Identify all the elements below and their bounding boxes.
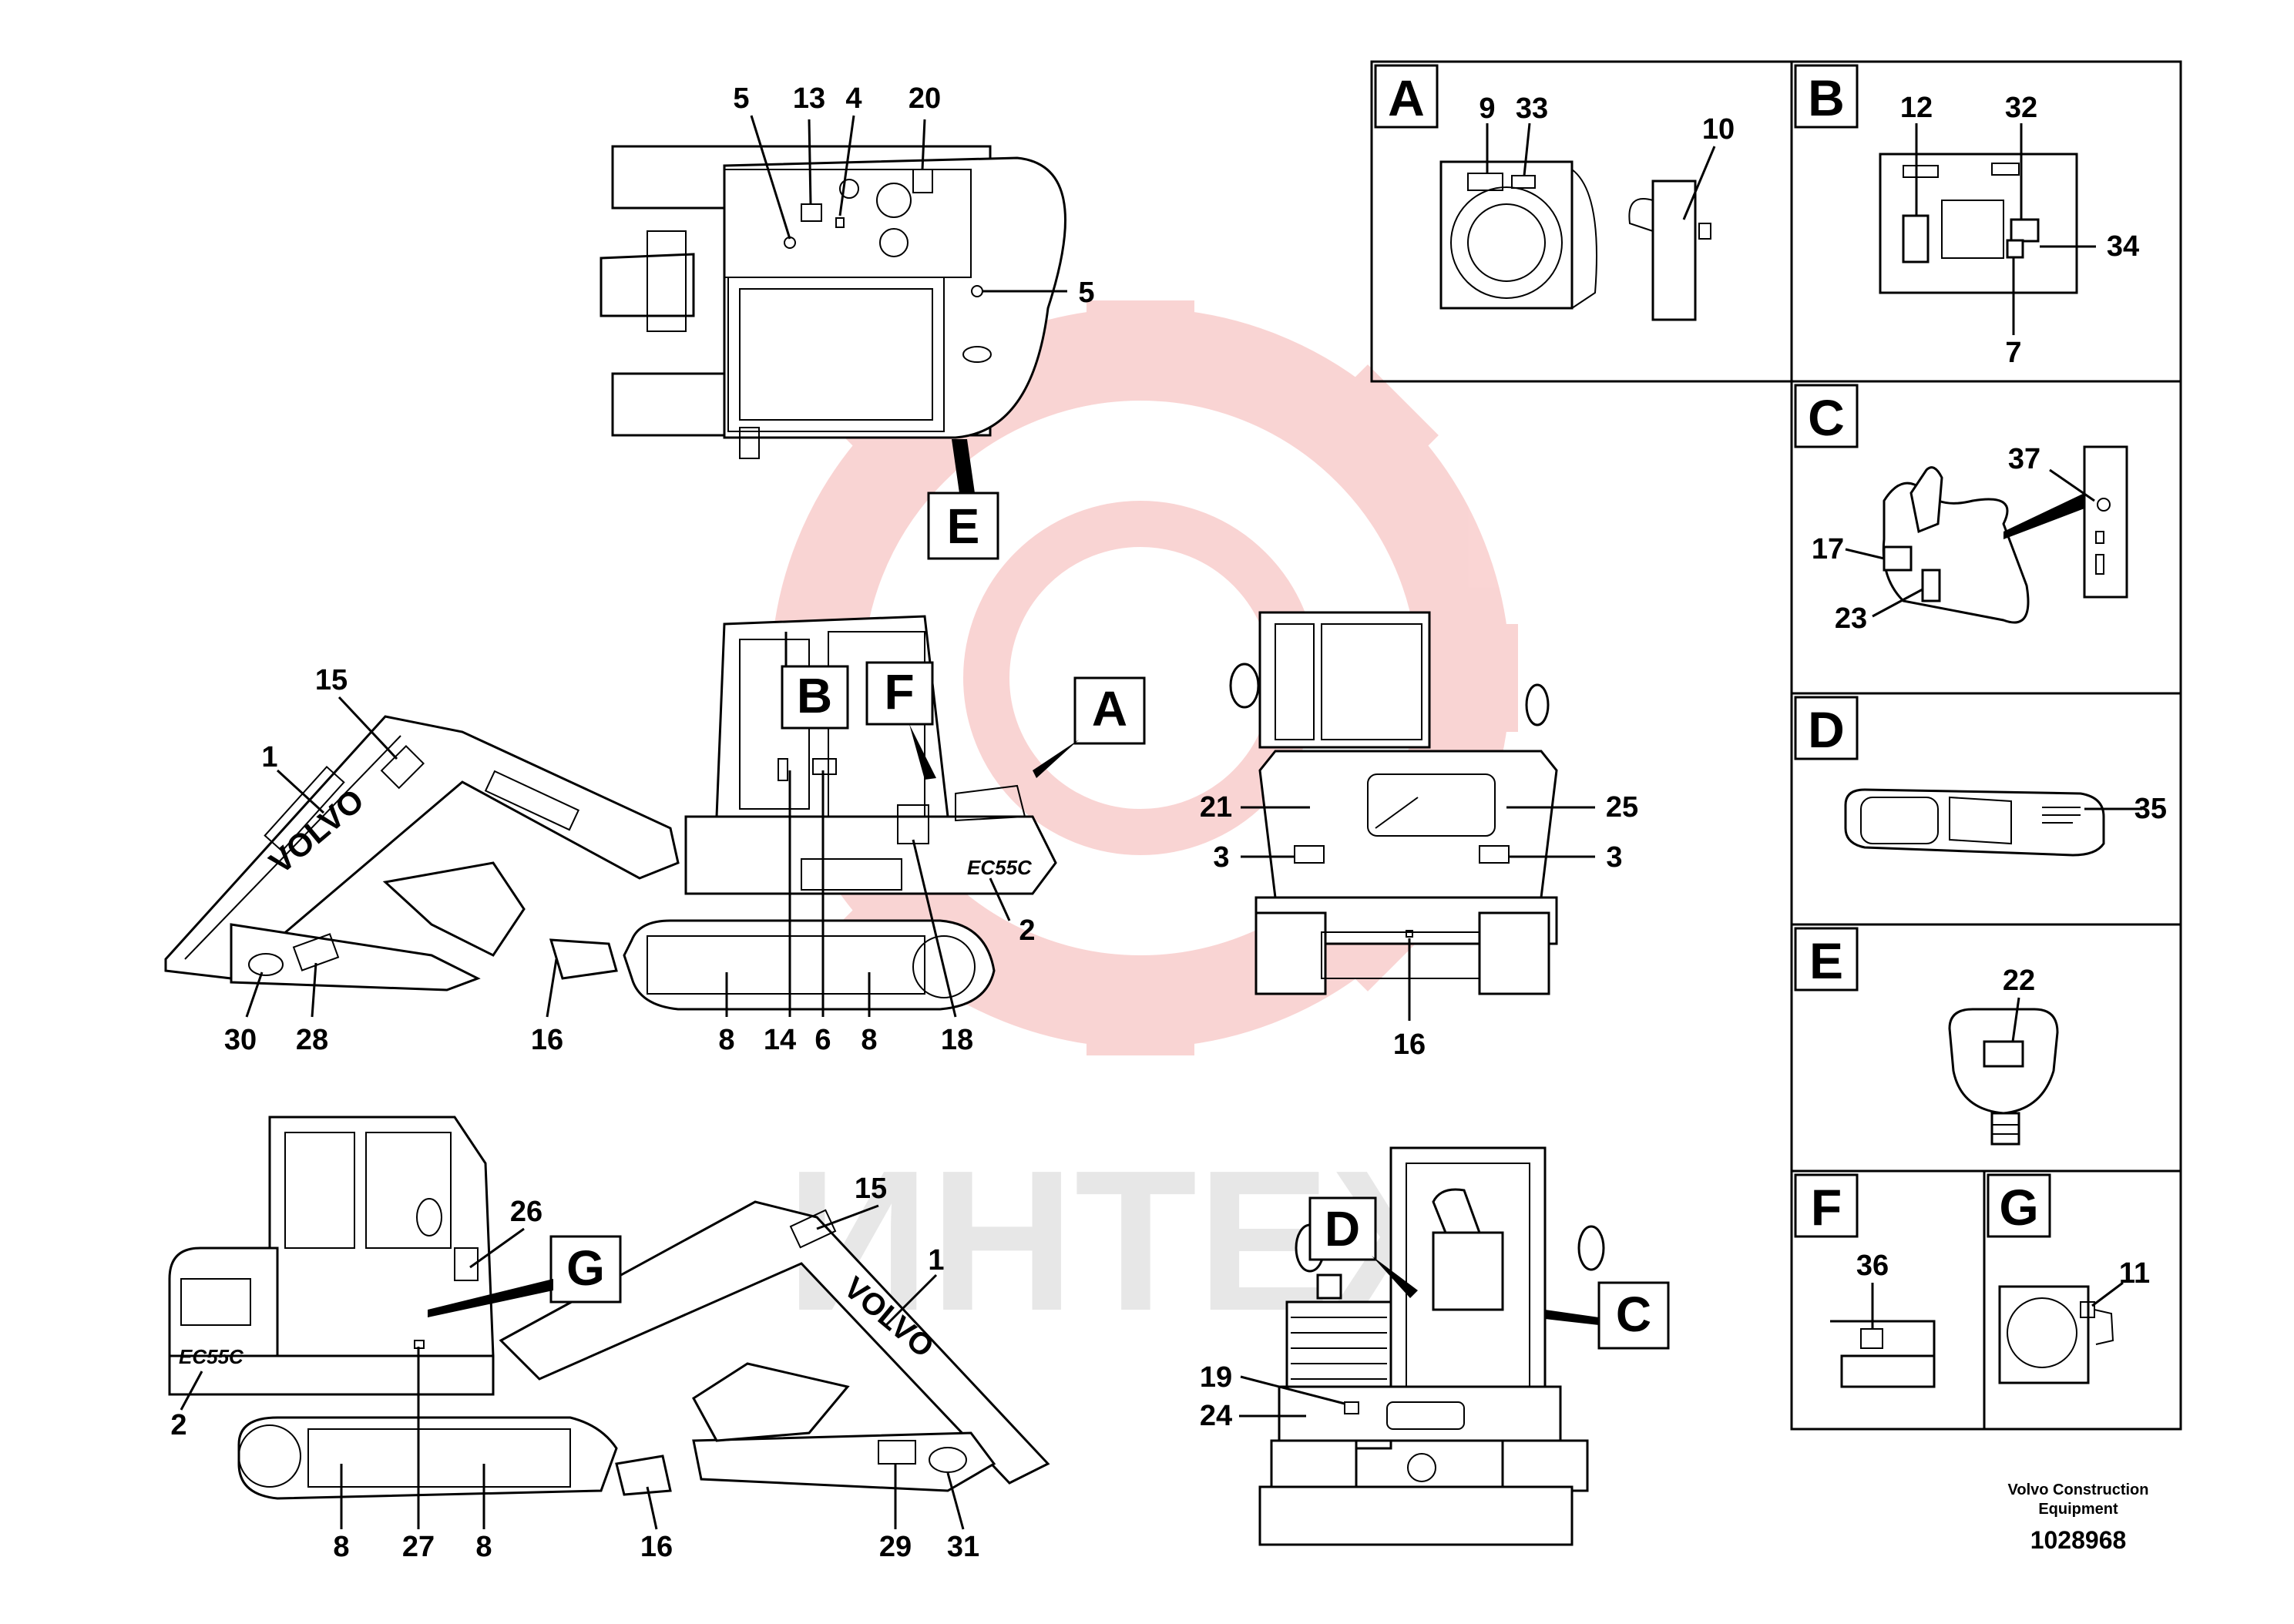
callout-rear-21: 21 <box>1200 791 1232 824</box>
callout-sl-8a: 8 <box>718 1024 734 1056</box>
callout-sl-14: 14 <box>764 1024 796 1056</box>
callout-c-37: 37 <box>2008 443 2040 475</box>
callout-sr-16: 16 <box>640 1531 673 1563</box>
callout-top-5b: 5 <box>1078 277 1094 309</box>
panel-c-pointer <box>2003 493 2084 539</box>
callout-sl-16: 16 <box>531 1024 563 1056</box>
panel-g-radiator <box>1998 1285 2114 1384</box>
view-arrow-d <box>1372 1256 1418 1298</box>
view-arrow-a <box>1033 740 1079 778</box>
callout-sl-15: 15 <box>315 664 348 696</box>
callout-f-36: 36 <box>1856 1250 1889 1282</box>
callout-front-19: 19 <box>1200 1361 1232 1394</box>
callout-a-9: 9 <box>1479 92 1495 125</box>
callout-g-11: 11 <box>2119 1257 2150 1290</box>
callout-sr-26: 26 <box>510 1196 542 1228</box>
callout-sr-8b: 8 <box>475 1531 492 1563</box>
callout-d-35: 35 <box>2134 793 2167 825</box>
panel-e-letter: E <box>1809 932 1843 989</box>
callout-c-17: 17 <box>1812 533 1844 565</box>
panel-e-key <box>1948 1008 2059 1146</box>
callout-sr-1: 1 <box>928 1244 944 1277</box>
view-arrow-e <box>952 439 975 493</box>
footer-company-line2: Equipment <box>2038 1501 2118 1518</box>
callout-sr-2: 2 <box>170 1409 186 1441</box>
callout-c-23: 23 <box>1835 602 1867 635</box>
side-left-view: VOLVO EC55C <box>164 615 1146 1056</box>
callout-b-34: 34 <box>2107 230 2139 263</box>
front-view: 19 24 D C <box>1200 1146 1670 1546</box>
footer-company-line1: Volvo Construction <box>2008 1481 2149 1498</box>
view-label-d: D <box>1325 1201 1360 1257</box>
view-label-b: B <box>797 668 832 723</box>
callout-sl-30: 30 <box>224 1024 257 1056</box>
view-label-c: C <box>1616 1287 1651 1342</box>
panel-f-letter: F <box>1811 1179 1842 1236</box>
callout-b-32: 32 <box>2005 92 2037 124</box>
view-label-f: F <box>884 664 914 720</box>
callout-top-5a: 5 <box>733 82 749 115</box>
callout-sl-1: 1 <box>261 741 277 773</box>
callout-sr-8a: 8 <box>333 1531 349 1563</box>
callout-front-24: 24 <box>1200 1400 1232 1432</box>
side-left-leaders <box>245 632 1011 1018</box>
panel-a-radiator <box>1439 160 1711 321</box>
detail-panels: A 9 33 10 B <box>1370 60 2182 1431</box>
callout-sr-27: 27 <box>402 1531 435 1563</box>
panel-c-letter: C <box>1808 389 1845 446</box>
panel-d-letter: D <box>1808 701 1845 758</box>
callout-b-12: 12 <box>1900 92 1933 124</box>
callout-top-20: 20 <box>909 82 941 115</box>
callout-e-22: 22 <box>2003 965 2035 997</box>
callout-sl-2: 2 <box>1019 914 1035 947</box>
side-right-leaders <box>180 1204 965 1530</box>
view-arrow-g <box>428 1279 553 1317</box>
callout-sl-18: 18 <box>941 1024 973 1056</box>
panel-c-joystick <box>1882 445 2128 624</box>
top-view-leaders <box>750 115 1067 293</box>
view-label-e: E <box>947 498 980 554</box>
callout-sl-6: 6 <box>814 1024 831 1056</box>
callout-sl-28: 28 <box>296 1024 328 1056</box>
panel-c-leaders <box>1845 468 2095 618</box>
panel-b-leaders <box>1915 123 2096 335</box>
callout-a-33: 33 <box>1516 92 1548 125</box>
callout-top-4: 4 <box>845 82 862 115</box>
callout-sr-29: 29 <box>879 1531 912 1563</box>
rear-view: 21 25 3 3 16 <box>1200 611 1638 1061</box>
model-text-left: EC55C <box>967 856 1033 879</box>
panel-g-letter: G <box>1999 1179 2038 1236</box>
model-text-right: EC55C <box>179 1345 244 1368</box>
callout-rear-3a: 3 <box>1213 841 1229 874</box>
side-right-view: EC55C VOLVO 26 15 1 2 <box>168 1116 1050 1563</box>
view-label-a: A <box>1092 681 1127 737</box>
callout-sr-31: 31 <box>947 1531 979 1563</box>
callout-rear-3b: 3 <box>1606 841 1622 874</box>
callout-rear-25: 25 <box>1606 791 1638 824</box>
footer-doc-number: 1028968 <box>2030 1526 2127 1554</box>
view-arrow-c <box>1545 1310 1599 1325</box>
panel-b-letter: B <box>1808 69 1845 126</box>
callout-sl-8b: 8 <box>861 1024 877 1056</box>
view-arrow-f <box>909 724 936 780</box>
panel-e-leader <box>2011 997 2020 1042</box>
callout-rear-16: 16 <box>1393 1028 1426 1061</box>
front-view-leaders <box>1239 1375 1345 1418</box>
panel-d-console <box>1844 788 2105 857</box>
rear-view-leaders <box>1241 806 1595 1021</box>
callout-sr-15: 15 <box>855 1173 887 1205</box>
top-view: 5 13 4 20 5 E <box>600 82 1095 560</box>
panel-g-leader <box>2091 1281 2124 1307</box>
panel-b-cab-interior <box>1879 153 2078 294</box>
callout-top-13: 13 <box>793 82 825 115</box>
panel-f-part <box>1830 1320 1936 1388</box>
callout-b-7: 7 <box>2005 337 2021 369</box>
callout-a-10: 10 <box>1702 113 1735 146</box>
panel-a-leaders <box>1486 122 1716 220</box>
view-label-g: G <box>566 1240 605 1296</box>
panel-a-letter: A <box>1388 69 1425 126</box>
